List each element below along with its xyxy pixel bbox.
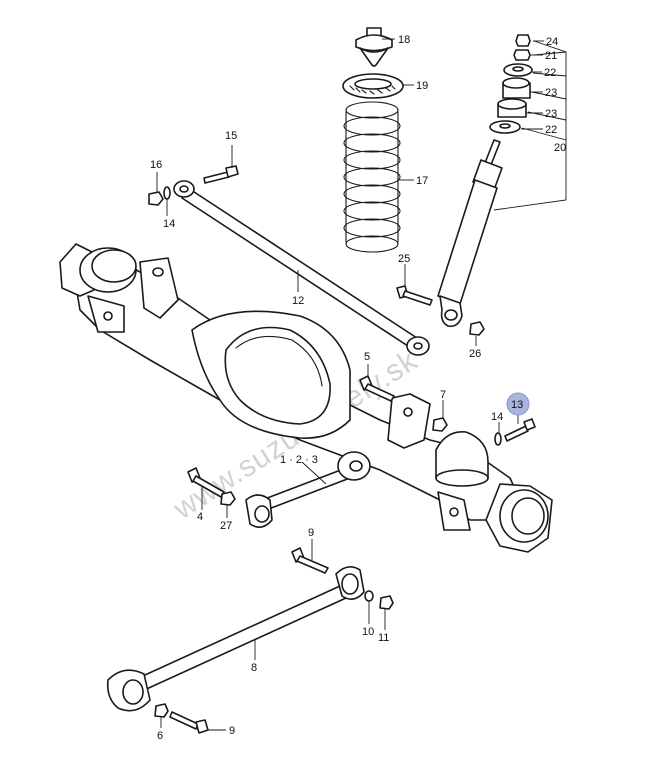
label-21: 21 xyxy=(545,50,557,62)
label-14-right: 14 xyxy=(491,411,503,423)
bolt-25 xyxy=(396,285,433,306)
label-15: 15 xyxy=(225,130,237,142)
coil-spring xyxy=(343,101,401,253)
label-20: 20 xyxy=(554,142,566,154)
label-11: 11 xyxy=(378,632,389,644)
label-23b: 23 xyxy=(545,108,557,120)
washer-14-upper xyxy=(163,186,171,200)
bolt-9-lower xyxy=(169,711,209,734)
label-19: 19 xyxy=(416,80,428,92)
leader-lines xyxy=(156,38,544,731)
label-9-lower: 9 xyxy=(229,725,235,737)
label-6: 6 xyxy=(157,730,163,742)
upper-control-rod xyxy=(245,451,371,528)
nut-27 xyxy=(220,491,236,506)
shock-absorber xyxy=(437,139,503,328)
label-8: 8 xyxy=(251,662,257,674)
callout-labels: 18 19 17 24 21 22 23 23 22 20 15 16 14 1… xyxy=(150,34,566,742)
label-5: 5 xyxy=(364,351,370,363)
label-13: 13 xyxy=(511,399,523,411)
label-16: 16 xyxy=(150,159,162,171)
label-1-2-3: 1 · 2 · 3 xyxy=(280,454,318,466)
bolt-4 xyxy=(187,467,225,498)
label-26: 26 xyxy=(469,348,481,360)
rear-axle-housing xyxy=(59,243,553,553)
label-12: 12 xyxy=(292,295,304,307)
lower-control-rod xyxy=(106,566,365,712)
bolt-9-upper xyxy=(291,547,329,574)
bolt-15 xyxy=(203,165,239,184)
label-22a: 22 xyxy=(544,67,556,79)
label-7: 7 xyxy=(440,389,446,401)
label-18: 18 xyxy=(398,34,410,46)
highlight-13 xyxy=(506,392,530,416)
lateral-rod xyxy=(173,180,430,356)
spring-seat xyxy=(342,73,404,99)
label-4: 4 xyxy=(197,511,203,523)
nut-11 xyxy=(379,595,394,610)
label-25: 25 xyxy=(398,253,410,265)
bump-stopper xyxy=(355,27,393,67)
label-27: 27 xyxy=(220,520,232,532)
label-9-upper: 9 xyxy=(308,527,314,539)
label-14-upper: 14 xyxy=(163,218,175,230)
bolt-13 xyxy=(504,418,536,442)
label-24: 24 xyxy=(546,36,558,48)
nut-26 xyxy=(469,321,485,336)
bolt-5 xyxy=(359,375,395,402)
nut-16 xyxy=(148,191,164,206)
label-10: 10 xyxy=(362,626,374,638)
label-22b: 22 xyxy=(545,124,557,136)
label-17: 17 xyxy=(416,175,428,187)
nut-6 xyxy=(154,703,169,718)
label-23a: 23 xyxy=(545,87,557,99)
washer-14-right xyxy=(494,432,502,446)
shock-top-hardware xyxy=(489,34,533,134)
washer-10 xyxy=(364,590,374,602)
nut-7 xyxy=(432,417,448,432)
